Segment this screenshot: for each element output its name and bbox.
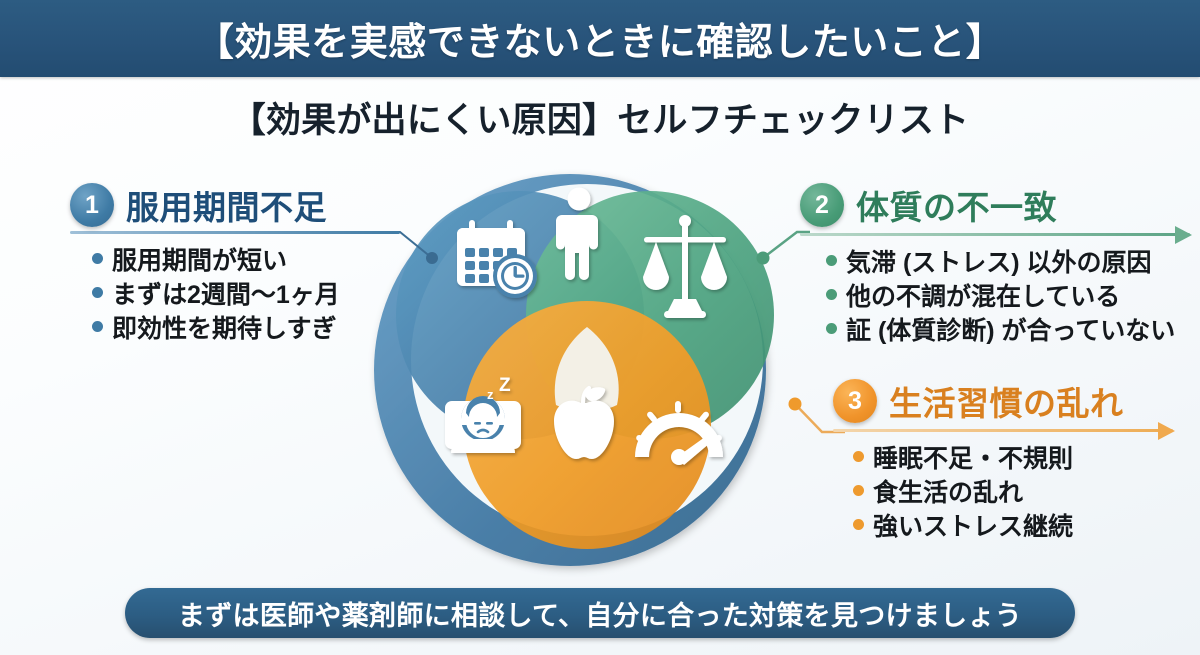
bullet-dot-icon xyxy=(92,321,103,332)
item-3-header: 3 生活習慣の乱れ xyxy=(833,378,1173,424)
calendar-clock-icon xyxy=(457,220,537,298)
item-2-bullet-text: 気滞 (ストレス) 以外の原因 xyxy=(846,249,1152,277)
list-item: 睡眠不足・不規則 xyxy=(853,442,1173,476)
svg-text:z: z xyxy=(487,387,494,402)
list-item: 食生活の乱れ xyxy=(853,476,1173,510)
apple-icon xyxy=(554,386,614,459)
list-item: 即効性を期待しすぎ xyxy=(92,312,400,346)
item-1-bullet-text: 即効性を期待しすぎ xyxy=(112,315,337,343)
bullet-dot-icon xyxy=(853,485,864,496)
item-3-bullet-text: 睡眠不足・不規則 xyxy=(873,445,1074,473)
header-title: 【効果を実感できないときに確認したいこと】 xyxy=(195,22,1005,64)
list-item: 証 (体質診断) が合っていない xyxy=(826,314,1190,348)
item-3-title: 生活習慣の乱れ xyxy=(889,385,1124,422)
item-1-bullet-text: まずは2週間〜1ヶ月 xyxy=(112,281,340,309)
item-2-bullet-list: 気滞 (ストレス) 以外の原因 他の不調が混在している 証 (体質診断) が合っ… xyxy=(826,246,1190,348)
person-icon xyxy=(556,187,598,280)
list-item: 他の不調が混在している xyxy=(826,280,1190,314)
item-3-bullet-text: 食生活の乱れ xyxy=(873,479,1024,507)
list-item: まずは2週間〜1ヶ月 xyxy=(92,278,400,312)
venn-diagram: Z z xyxy=(355,155,785,585)
bullet-dot-icon xyxy=(92,287,103,298)
footer-banner: まずは医師や薬剤師に相談して、自分に合った対策を見つけましょう xyxy=(125,588,1075,638)
footer-text: まずは医師や薬剤師に相談して、自分に合った対策を見つけましょう xyxy=(177,600,1023,631)
list-item: 強いストレス継続 xyxy=(853,510,1173,544)
item-2-bullet-text: 他の不調が混在している xyxy=(846,283,1121,311)
bullet-dot-icon xyxy=(826,289,837,300)
item-2-header: 2 体質の不一致 xyxy=(800,182,1190,228)
bullet-dot-icon xyxy=(826,323,837,334)
item-2-number-badge: 2 xyxy=(800,183,844,227)
item-1-header: 1 服用期間不足 xyxy=(70,182,400,228)
item-1-bullet-list: 服用期間が短い まずは2週間〜1ヶ月 即効性を期待しすぎ xyxy=(92,244,400,346)
header-bar: 【効果を実感できないときに確認したいこと】 xyxy=(0,0,1200,77)
item-2-arrow-rule xyxy=(800,226,1192,244)
checklist-item-3: 3 生活習慣の乱れ 睡眠不足・不規則 食生活の乱れ 強いストレス継続 xyxy=(833,378,1175,544)
bullet-dot-icon xyxy=(826,255,837,266)
item-3-bullet-text: 強いストレス継続 xyxy=(873,513,1074,541)
svg-text:Z: Z xyxy=(499,375,511,396)
sleeping-person-icon: Z z xyxy=(445,375,521,453)
item-1-title: 服用期間不足 xyxy=(126,189,327,226)
connector-dot-3 xyxy=(788,397,802,411)
item-1-bullet-text: 服用期間が短い xyxy=(112,247,288,275)
speedometer-icon xyxy=(635,401,723,465)
page-subtitle: 【効果が出にくい原因】セルフチェックリスト xyxy=(230,101,970,140)
item-3-number-badge: 3 xyxy=(833,379,877,423)
bullet-dot-icon xyxy=(853,451,864,462)
bullet-dot-icon xyxy=(853,519,864,530)
item-2-bullet-text: 証 (体質診断) が合っていない xyxy=(846,317,1176,345)
item-3-bullet-list: 睡眠不足・不規則 食生活の乱れ 強いストレス継続 xyxy=(853,442,1173,544)
scales-icon xyxy=(643,215,727,318)
list-item: 気滞 (ストレス) 以外の原因 xyxy=(826,246,1190,280)
bullet-dot-icon xyxy=(92,253,103,264)
item-3-arrow-rule xyxy=(833,422,1175,440)
item-2-title: 体質の不一致 xyxy=(856,189,1057,226)
checklist-item-1: 1 服用期間不足 服用期間が短い まずは2週間〜1ヶ月 即効性を期待しすぎ xyxy=(70,182,400,346)
item-1-underline xyxy=(70,231,400,234)
checklist-item-2: 2 体質の不一致 気滞 (ストレス) 以外の原因 他の不調が混在している 証 (… xyxy=(800,182,1192,348)
list-item: 服用期間が短い xyxy=(92,244,400,278)
item-1-number-badge: 1 xyxy=(70,183,114,227)
